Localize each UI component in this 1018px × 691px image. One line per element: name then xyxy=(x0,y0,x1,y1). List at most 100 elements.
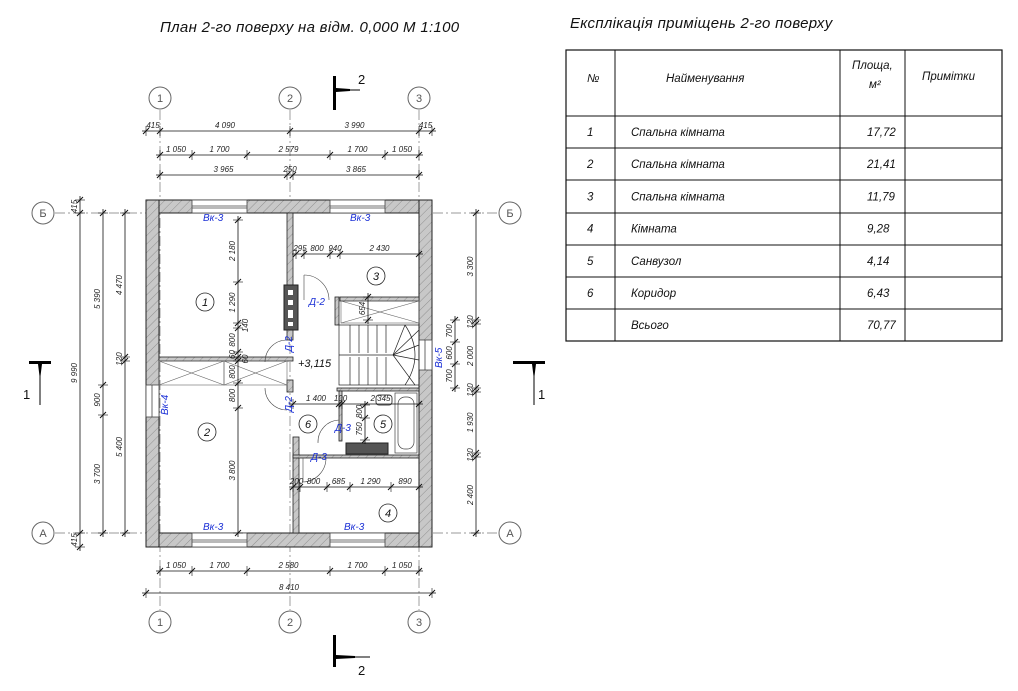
room-marker: 3 xyxy=(366,266,386,286)
dimension-value: 60 xyxy=(228,350,237,359)
door-label: Д-2 xyxy=(308,297,325,308)
svg-text:2: 2 xyxy=(358,663,365,678)
dimension-value: 100 xyxy=(334,394,348,403)
dimension-value: 3 300 xyxy=(466,256,475,277)
svg-text:А: А xyxy=(506,528,514,540)
dimension-value: 700 xyxy=(445,369,454,383)
chimney-flues xyxy=(288,290,293,326)
door-label: Д-3 xyxy=(334,423,351,434)
window-openings xyxy=(145,199,433,548)
svg-text:5: 5 xyxy=(380,419,387,431)
dimension-line: 654 xyxy=(358,293,373,324)
dimension-value: 2 000 xyxy=(466,345,475,367)
interior-walls xyxy=(158,212,420,534)
section-mark-1-left: 1 xyxy=(23,361,51,405)
door-label: Д-2 xyxy=(284,396,295,413)
row-num: 1 xyxy=(587,127,593,139)
dimension-value: 685 xyxy=(332,477,346,486)
dimension-value: 1 700 xyxy=(347,145,368,154)
header-name: Найменування xyxy=(666,73,744,85)
row-area: 6,43 xyxy=(867,288,890,300)
dimension-value: 5 400 xyxy=(115,436,124,457)
svg-text:1: 1 xyxy=(538,387,545,402)
svg-text:3: 3 xyxy=(373,271,380,283)
row-name: Санвузол xyxy=(631,256,682,268)
svg-text:2: 2 xyxy=(203,427,210,439)
section-mark-2-bottom: 2 xyxy=(333,635,370,678)
row-area: 11,79 xyxy=(867,191,896,203)
dimension-value: 3 700 xyxy=(93,463,102,484)
dimension-value: 2 579 xyxy=(277,145,299,154)
window-label: Вк-5 xyxy=(434,347,445,368)
svg-text:Б: Б xyxy=(39,208,46,220)
table-row: 5 Санвузол 4,14 xyxy=(587,256,889,268)
dimension-value: 750 xyxy=(355,422,364,436)
dimension-value: 140 xyxy=(241,318,250,332)
row-name: Коридор xyxy=(631,288,677,300)
svg-text:6: 6 xyxy=(305,419,312,431)
chimney xyxy=(283,284,299,331)
svg-text:3: 3 xyxy=(416,617,422,629)
dimension-value: 1 700 xyxy=(347,561,368,570)
dimension-value: 120 xyxy=(466,448,475,462)
plan-title: План 2-го поверху на відм. 0,000 М 1:100 xyxy=(160,19,460,36)
dimension-value: 4 090 xyxy=(215,121,236,130)
row-name: Спальна кімната xyxy=(631,127,725,139)
dimension-value: 1 290 xyxy=(360,477,381,486)
room-marker: 6 xyxy=(298,414,318,434)
dimension-value: 4 470 xyxy=(115,274,124,295)
row-num: 2 xyxy=(586,159,594,171)
axis-marker: Б xyxy=(498,201,522,225)
svg-text:2: 2 xyxy=(287,93,293,105)
dimension-value: 1 050 xyxy=(392,561,413,570)
dimension-value: 800 xyxy=(228,333,237,347)
dimension-value: 1 930 xyxy=(466,412,475,433)
window-label: Вк-3 xyxy=(203,522,224,533)
dimension-value: 295 xyxy=(292,244,307,253)
axis-marker: 3 xyxy=(407,86,431,110)
room-marker: 2 xyxy=(197,422,217,442)
dimension-value: 800 xyxy=(307,477,321,486)
dimension-value: 600 xyxy=(445,346,454,360)
svg-text:4: 4 xyxy=(385,508,391,520)
section-mark-2-top: 2 xyxy=(333,72,365,110)
dimension-value: 120 xyxy=(466,315,475,329)
door-swings xyxy=(264,274,340,483)
dimension-line: 8 410 xyxy=(142,583,436,598)
axis-marker: Б xyxy=(31,201,55,225)
header-notes: Примітки xyxy=(922,71,976,83)
row-area: 4,14 xyxy=(867,256,889,268)
dimension-value: 9 990 xyxy=(70,362,79,383)
dimension-value: 2 430 xyxy=(368,244,390,253)
door-label: Д-2 xyxy=(284,336,295,353)
dimension-value: 2 400 xyxy=(466,484,475,506)
dimension-value: 900 xyxy=(93,393,102,407)
row-num: 3 xyxy=(587,191,594,203)
dimension-value: 1 050 xyxy=(166,561,187,570)
dimension-value: 1 050 xyxy=(166,145,187,154)
svg-text:1: 1 xyxy=(157,93,163,105)
row-num: 5 xyxy=(587,256,594,268)
section-mark-1-right: 1 xyxy=(513,361,545,405)
svg-text:1: 1 xyxy=(202,297,208,309)
window-label: Вк-3 xyxy=(344,522,365,533)
dimension-value: 1 290 xyxy=(228,292,237,313)
row-num: 4 xyxy=(587,224,593,236)
bathtub xyxy=(394,392,418,454)
dimension-value: 415 xyxy=(70,199,79,213)
axis-marker: 2 xyxy=(278,610,302,634)
